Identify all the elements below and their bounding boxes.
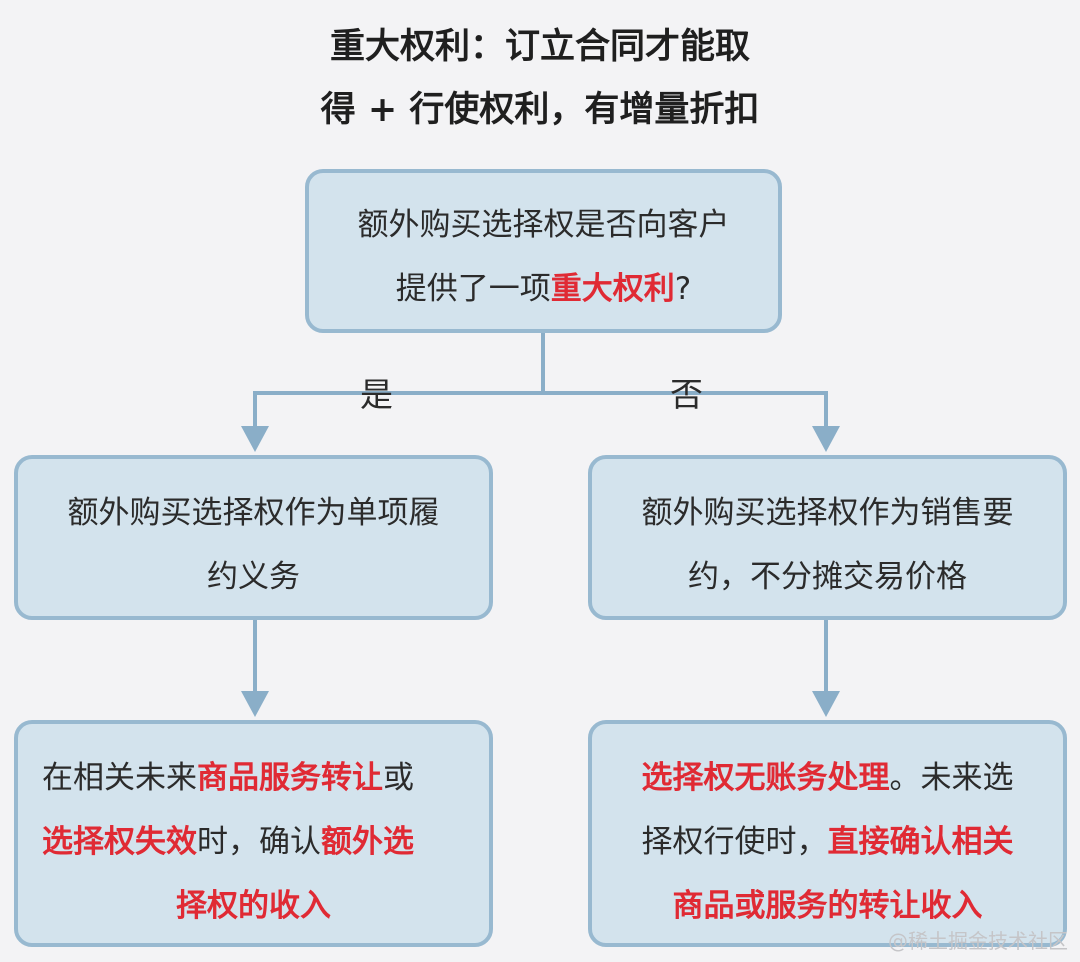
decision-node-text: 提供了一项 (395, 271, 551, 307)
yes-result-text: 在相关未来 (42, 760, 197, 796)
yes-result-text: 时，确认 (197, 824, 321, 860)
no-result-highlight: 选择权无账务处理 (641, 760, 890, 796)
yes-outcome-line-1: 额外购买选择权作为单项履 (67, 495, 440, 531)
no-result-highlight: 直接确认相关 (827, 824, 1014, 860)
yes-result-highlight: 择权的收入 (176, 888, 331, 924)
arrowhead-no-to-result (812, 691, 840, 717)
no-result-text: 择权行使时， (641, 824, 828, 860)
no-outcome-line-2: 约，不分摊交易价格 (688, 559, 967, 595)
arrowhead-no-branch (812, 426, 840, 452)
diagram-title-line-1: 重大权利：订立合同才能取 (329, 27, 750, 67)
diagram-title-line-2: 得 + 行使权利，有增量折扣 (320, 90, 760, 130)
connector-yes-branch (253, 391, 543, 440)
yes-result-node: 在相关未来商品服务转让或 选择权失效时，确认额外选 择权的收入 (14, 720, 493, 947)
yes-outcome-node: 额外购买选择权作为单项履 约义务 (14, 455, 493, 620)
branch-label-yes: 是 (360, 375, 393, 414)
no-outcome-line-1: 额外购买选择权作为销售要 (641, 495, 1014, 531)
connector-no-branch (543, 391, 828, 440)
no-result-line-1: 选择权无账务处理。未来选 (616, 746, 1039, 810)
yes-result-highlight: 商品服务转让 (197, 760, 383, 796)
yes-result-text: 或 (383, 760, 414, 796)
yes-result-line-3: 择权的收入 (42, 874, 465, 938)
no-result-line-2: 择权行使时，直接确认相关 (616, 810, 1039, 874)
decision-node-highlight: 重大权利 (550, 271, 675, 307)
arrowhead-yes-to-result (241, 691, 269, 717)
watermark: @稀土掘金技术社区 (888, 929, 1068, 953)
yes-result-line-2: 选择权失效时，确认额外选 (42, 810, 465, 874)
decision-node-line-2: 提供了一项重大权利? (333, 257, 754, 321)
no-result-node: 选择权无账务处理。未来选 择权行使时，直接确认相关 商品或服务的转让收入 (588, 720, 1067, 947)
yes-outcome-line-2: 约义务 (207, 559, 300, 595)
yes-result-highlight: 选择权失效 (42, 824, 197, 860)
branch-label-no: 否 (670, 375, 703, 414)
arrowhead-yes-branch (241, 426, 269, 452)
no-result-line-3: 商品或服务的转让收入 (616, 874, 1039, 938)
no-result-highlight: 商品或服务的转让收入 (672, 888, 983, 924)
yes-result-highlight: 额外选 (321, 824, 414, 860)
yes-result-line-1: 在相关未来商品服务转让或 (42, 746, 465, 810)
no-result-text: 。未来选 (889, 760, 1014, 796)
decision-node-question-mark: ? (674, 271, 692, 307)
decision-node-line-1: 额外购买选择权是否向客户 (357, 207, 730, 243)
decision-node-material-right: 额外购买选择权是否向客户 提供了一项重大权利? (305, 169, 782, 333)
no-outcome-node: 额外购买选择权作为销售要 约，不分摊交易价格 (588, 455, 1067, 620)
